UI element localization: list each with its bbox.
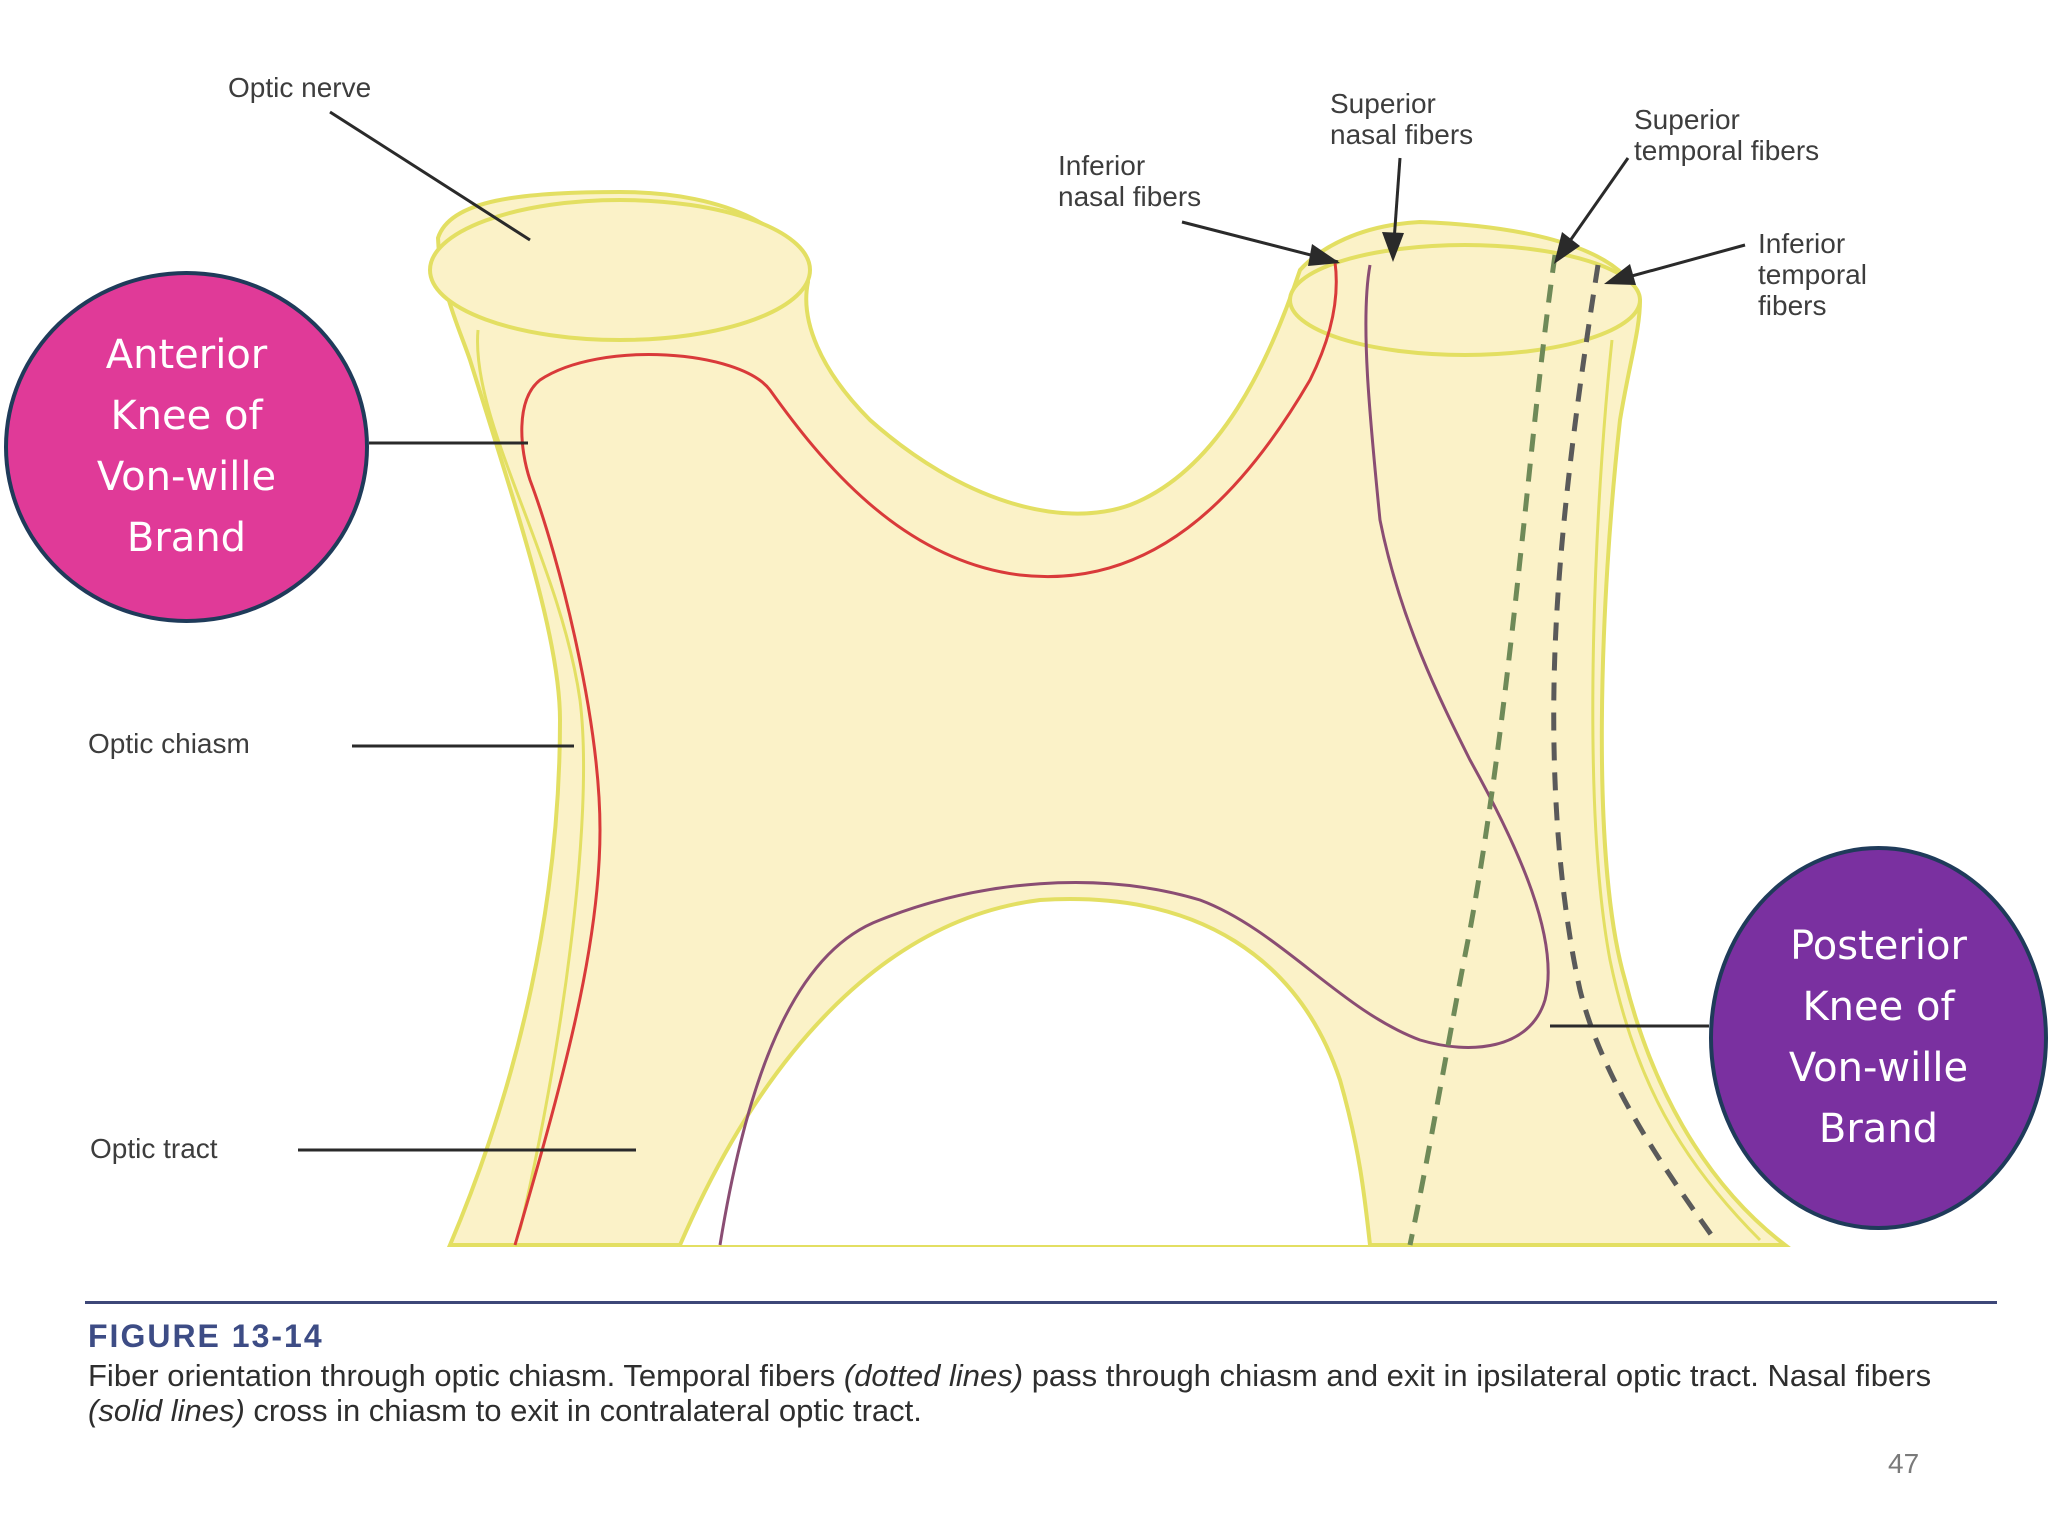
arrowhead-superior-temporal — [1554, 232, 1580, 264]
label-optic-nerve: Optic nerve — [228, 72, 372, 103]
label-optic-chiasm: Optic chiasm — [88, 728, 250, 759]
figure-title: FIGURE 13-14 — [88, 1318, 324, 1354]
label-superior-nasal-fibers: Superior nasal fibers — [1330, 88, 1474, 150]
caption-text-2: pass through chiasm and exit in ipsilate… — [1023, 1358, 1932, 1393]
caption-italic-dotted: (dotted lines) — [843, 1358, 1024, 1393]
caption-text-3: cross in chiasm to exit in contralateral… — [244, 1393, 922, 1428]
label-inferior-temporal-fibers: Inferior temporal fibers — [1758, 228, 1867, 321]
caption-text-1: Fiber orientation through optic chiasm. … — [88, 1358, 844, 1393]
page-number: 47 — [1888, 1448, 1920, 1479]
posterior-knee-callout: Posterior Knee of Von-wille Brand — [1709, 846, 2048, 1230]
label-superior-temporal-fibers: Superior temporal fibers — [1634, 104, 1820, 166]
anterior-knee-callout: Anterior Knee of Von-wille Brand — [4, 271, 369, 623]
optic-nerve-leader — [329, 110, 531, 242]
arrowhead-superior-nasal — [1382, 232, 1404, 262]
caption-italic-solid: (solid lines) — [88, 1393, 245, 1428]
chiasm-right-outline — [1591, 339, 1762, 1242]
superior-temporal-fiber — [1407, 254, 1558, 1246]
superior-nasal-fiber — [718, 264, 1550, 1246]
optic-tract-arch — [678, 897, 1372, 1246]
caption-divider — [85, 1301, 1997, 1304]
left-optic-nerve-end — [428, 198, 812, 342]
figure-caption: Fiber orientation through optic chiasm. … — [88, 1358, 2003, 1428]
label-inferior-nasal-fibers: Inferior nasal fibers — [1058, 150, 1202, 212]
inferior-temporal-fiber — [1551, 264, 1718, 1242]
inferior-nasal-fiber — [513, 261, 1338, 1246]
arrowhead-inferior-temporal — [1604, 264, 1636, 285]
arrowhead-inferior-nasal — [1308, 244, 1340, 266]
label-optic-tract: Optic tract — [90, 1133, 218, 1164]
chiasm-inner-outline — [476, 329, 586, 1231]
